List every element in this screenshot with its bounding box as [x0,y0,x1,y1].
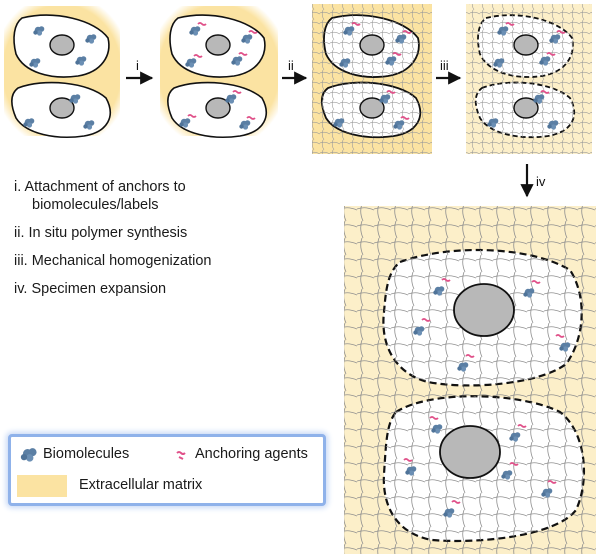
step-iv-line1: iv. Specimen expansion [14,281,167,297]
arrow-label-iii: iii [440,58,449,73]
legend-biomolecules: Biomolecules [43,446,130,462]
step-iv: iv. Specimen expansion [14,280,324,298]
ecm-swatch [17,475,67,497]
step-ii-line1: ii. In situ polymer synthesis [14,225,188,241]
expanded-panel [344,206,596,554]
arrow-label-iv: iv [536,174,546,189]
step-i-line2: biomolecules/labels [32,197,159,213]
nucleus [513,34,539,56]
nucleus [439,425,501,479]
nucleus [359,97,385,119]
step-i: i. Attachment of anchors to biomolecules… [14,178,324,214]
nucleus [205,34,231,56]
step-i-line1: i. Attachment of anchors to [14,179,186,195]
nucleus [205,97,231,119]
nucleus [513,97,539,119]
panel-3 [312,4,432,154]
arrow-label-i: i [136,58,139,73]
anchor-icon [176,451,186,460]
nucleus [49,97,75,119]
panel-4 [466,4,592,154]
panel-1 [4,6,120,138]
biomolecule-icon [20,448,37,462]
legend-ecm: Extracellular matrix [79,477,203,493]
step-list: i. Attachment of anchors to biomolecules… [14,178,324,308]
step-iii: iii. Mechanical homogenization [14,252,324,270]
step-ii: ii. In situ polymer synthesis [14,224,324,242]
step-iii-line1: iii. Mechanical homogenization [14,253,212,269]
nucleus [49,34,75,56]
panel-2 [160,6,278,138]
arrow-label-ii: ii [288,58,294,73]
legend-anchoring: Anchoring agents [195,446,308,462]
nucleus [453,283,515,337]
legend: Biomolecules Anchoring agents Extracellu… [8,434,326,506]
nucleus [359,34,385,56]
